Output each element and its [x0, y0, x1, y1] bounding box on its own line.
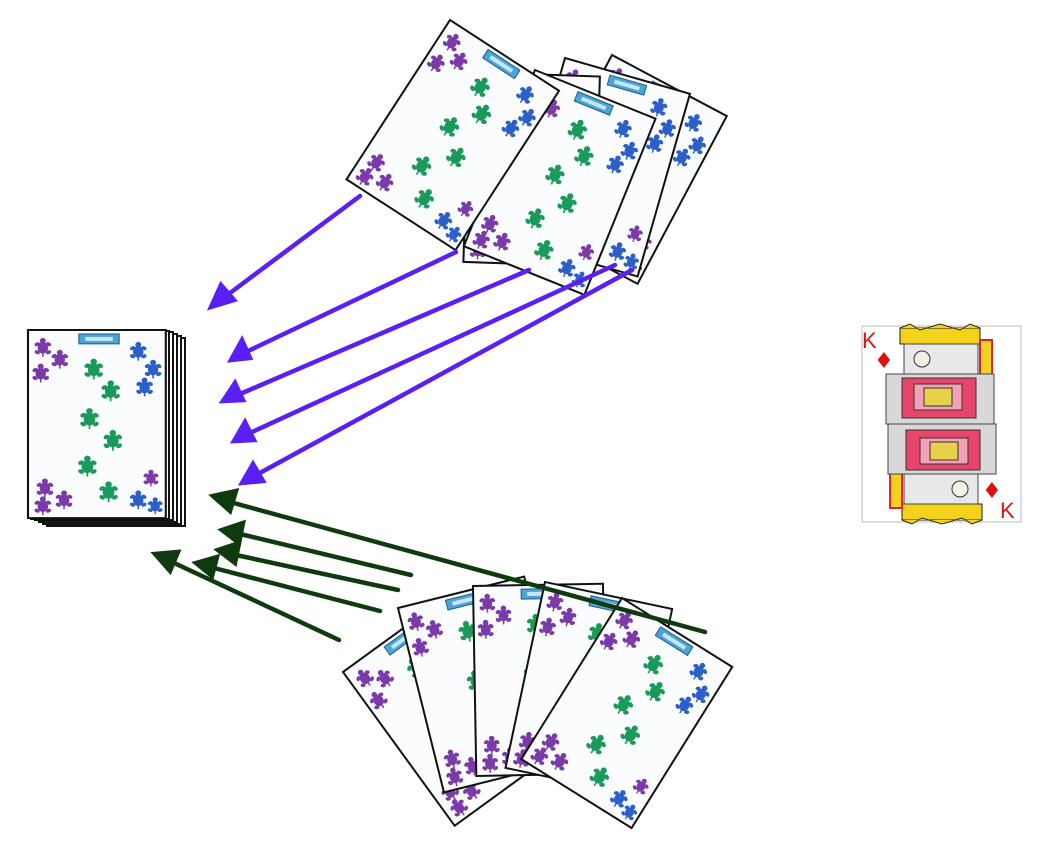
arrow-1 [206, 193, 363, 311]
king-icon [887, 423, 997, 525]
arrow-5 [237, 267, 635, 486]
king-icon [885, 323, 995, 425]
arrow-2 [226, 249, 459, 363]
bottom-card-fan [343, 577, 732, 828]
bottom-arrows [150, 487, 708, 643]
rank-label-top: K [862, 328, 877, 353]
arrow-9 [191, 553, 383, 614]
arrow-4 [229, 262, 618, 444]
suit-icon-bottom: ♦ [982, 479, 1002, 504]
arrow-3 [218, 267, 532, 404]
king-of-diamonds-card: K ♦ ♦ K [861, 323, 1022, 525]
card-pile [28, 330, 186, 527]
arrow-6 [208, 487, 708, 635]
arrow-8 [213, 539, 401, 593]
top-card-fan [347, 20, 727, 295]
arrow-10 [150, 549, 342, 643]
top-arrows [206, 193, 635, 486]
arrow-7 [217, 519, 414, 578]
rank-label-bottom: K [1000, 498, 1015, 523]
suit-icon-top: ♦ [874, 349, 894, 374]
card-back-icon [28, 330, 166, 518]
